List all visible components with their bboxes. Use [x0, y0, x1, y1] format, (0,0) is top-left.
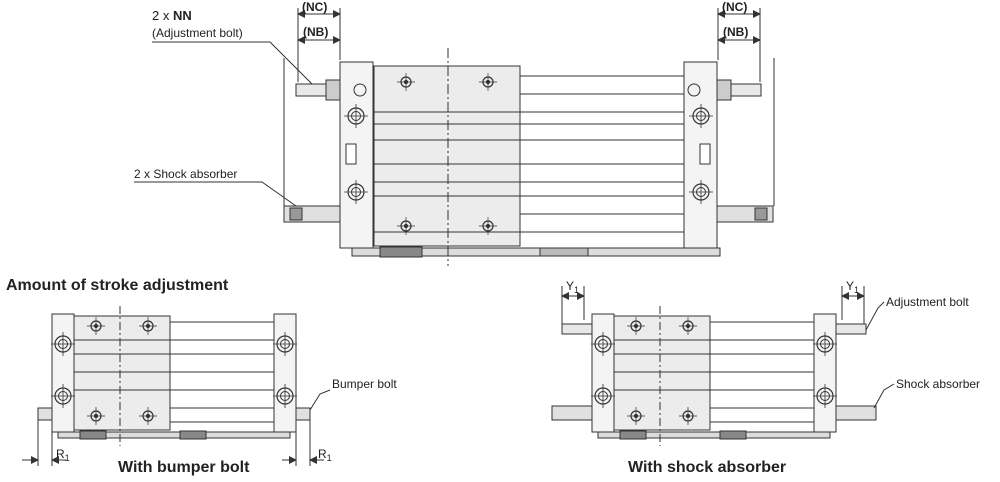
section-title: Amount of stroke adjustment [6, 277, 229, 294]
nb-right-label: (NB) [723, 25, 748, 39]
adjustment-bolt-label: Adjustment bolt [886, 295, 969, 309]
shock-view [551, 286, 895, 446]
shock-absorber-label: 2 x Shock absorber [134, 167, 237, 181]
top-base-spring [379, 246, 423, 258]
r1-left-label: R1 [56, 447, 70, 463]
top-rails [374, 75, 684, 233]
top-slide-table [373, 65, 521, 247]
top-base [351, 247, 721, 257]
nb-left-label: (NB) [303, 25, 328, 39]
bumper-leader [309, 389, 331, 411]
bumper-caption: With bumper bolt [118, 459, 250, 476]
nn-note: (Adjustment bolt) [152, 26, 243, 40]
y1-right-label: Y1 [846, 279, 859, 295]
bumper-bolt-label: Bumper bolt [332, 377, 397, 391]
shock-caption: With shock absorber [628, 459, 786, 476]
nc-left-label: (NC) [302, 0, 327, 14]
top-view [134, 8, 775, 266]
nc-right-label: (NC) [722, 0, 747, 14]
shock-absorber-callout: Shock absorber [896, 377, 980, 391]
r1-right-label: R1 [318, 447, 332, 463]
shock-absorber-leader [873, 383, 895, 409]
nn-label: 2 x NN [152, 8, 192, 23]
shock-leader [134, 181, 297, 207]
y1-left-label: Y1 [566, 279, 579, 295]
top-base-connector [539, 247, 589, 257]
nn-leader [152, 41, 313, 85]
adjustment-leader [865, 301, 885, 331]
bumper-view [22, 306, 331, 466]
